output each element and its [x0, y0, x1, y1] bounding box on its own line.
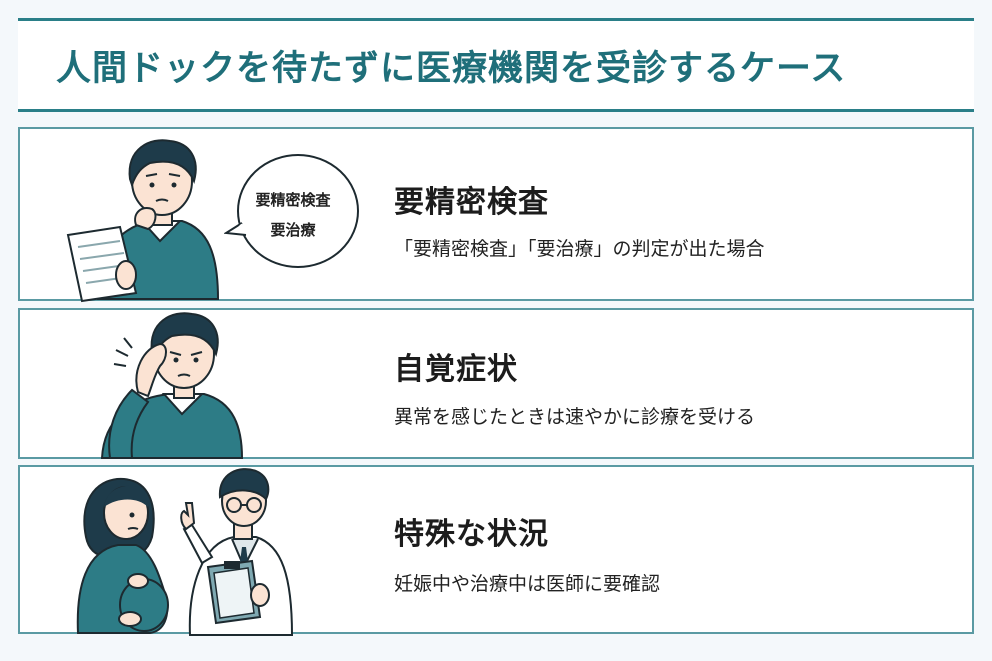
title-banner: 人間ドックを待たずに医療機関を受診するケース [18, 18, 974, 112]
case-card-symptoms: 自覚症状 異常を感じたときは速やかに診療を受ける [18, 308, 974, 459]
bubble-line-2: 要治療 [270, 221, 316, 239]
case-heading: 自覚症状 [394, 352, 518, 387]
case-description: 「要精密検査」「要治療」の判定が出た場合 [394, 238, 765, 260]
page-title: 人間ドックを待たずに医療機関を受診するケース [56, 48, 847, 89]
man-with-headache-illustration [100, 312, 244, 459]
case-card-special-situations: 特殊な状況 妊娠中や治療中は医師に要確認 [18, 465, 974, 636]
bubble-line-1: 要精密検査 [255, 191, 331, 209]
case-heading: 要精密検査 [394, 185, 549, 220]
case-card-close-examination: 要精密検査 要治療 要精密検査 「要精密検査」「要治療」の判定が出た場合 [18, 127, 974, 303]
pregnant-woman-and-doctor-illustration [76, 468, 294, 636]
speech-bubble-shape [224, 154, 359, 268]
case-description: 異常を感じたときは速やかに診療を受ける [394, 406, 756, 428]
case-description: 妊娠中や治療中は医師に要確認 [394, 573, 661, 595]
case-heading: 特殊な状況 [394, 517, 549, 552]
man-reading-report-illustration [66, 139, 220, 303]
speech-bubble: 要精密検査 要治療 [224, 151, 362, 271]
